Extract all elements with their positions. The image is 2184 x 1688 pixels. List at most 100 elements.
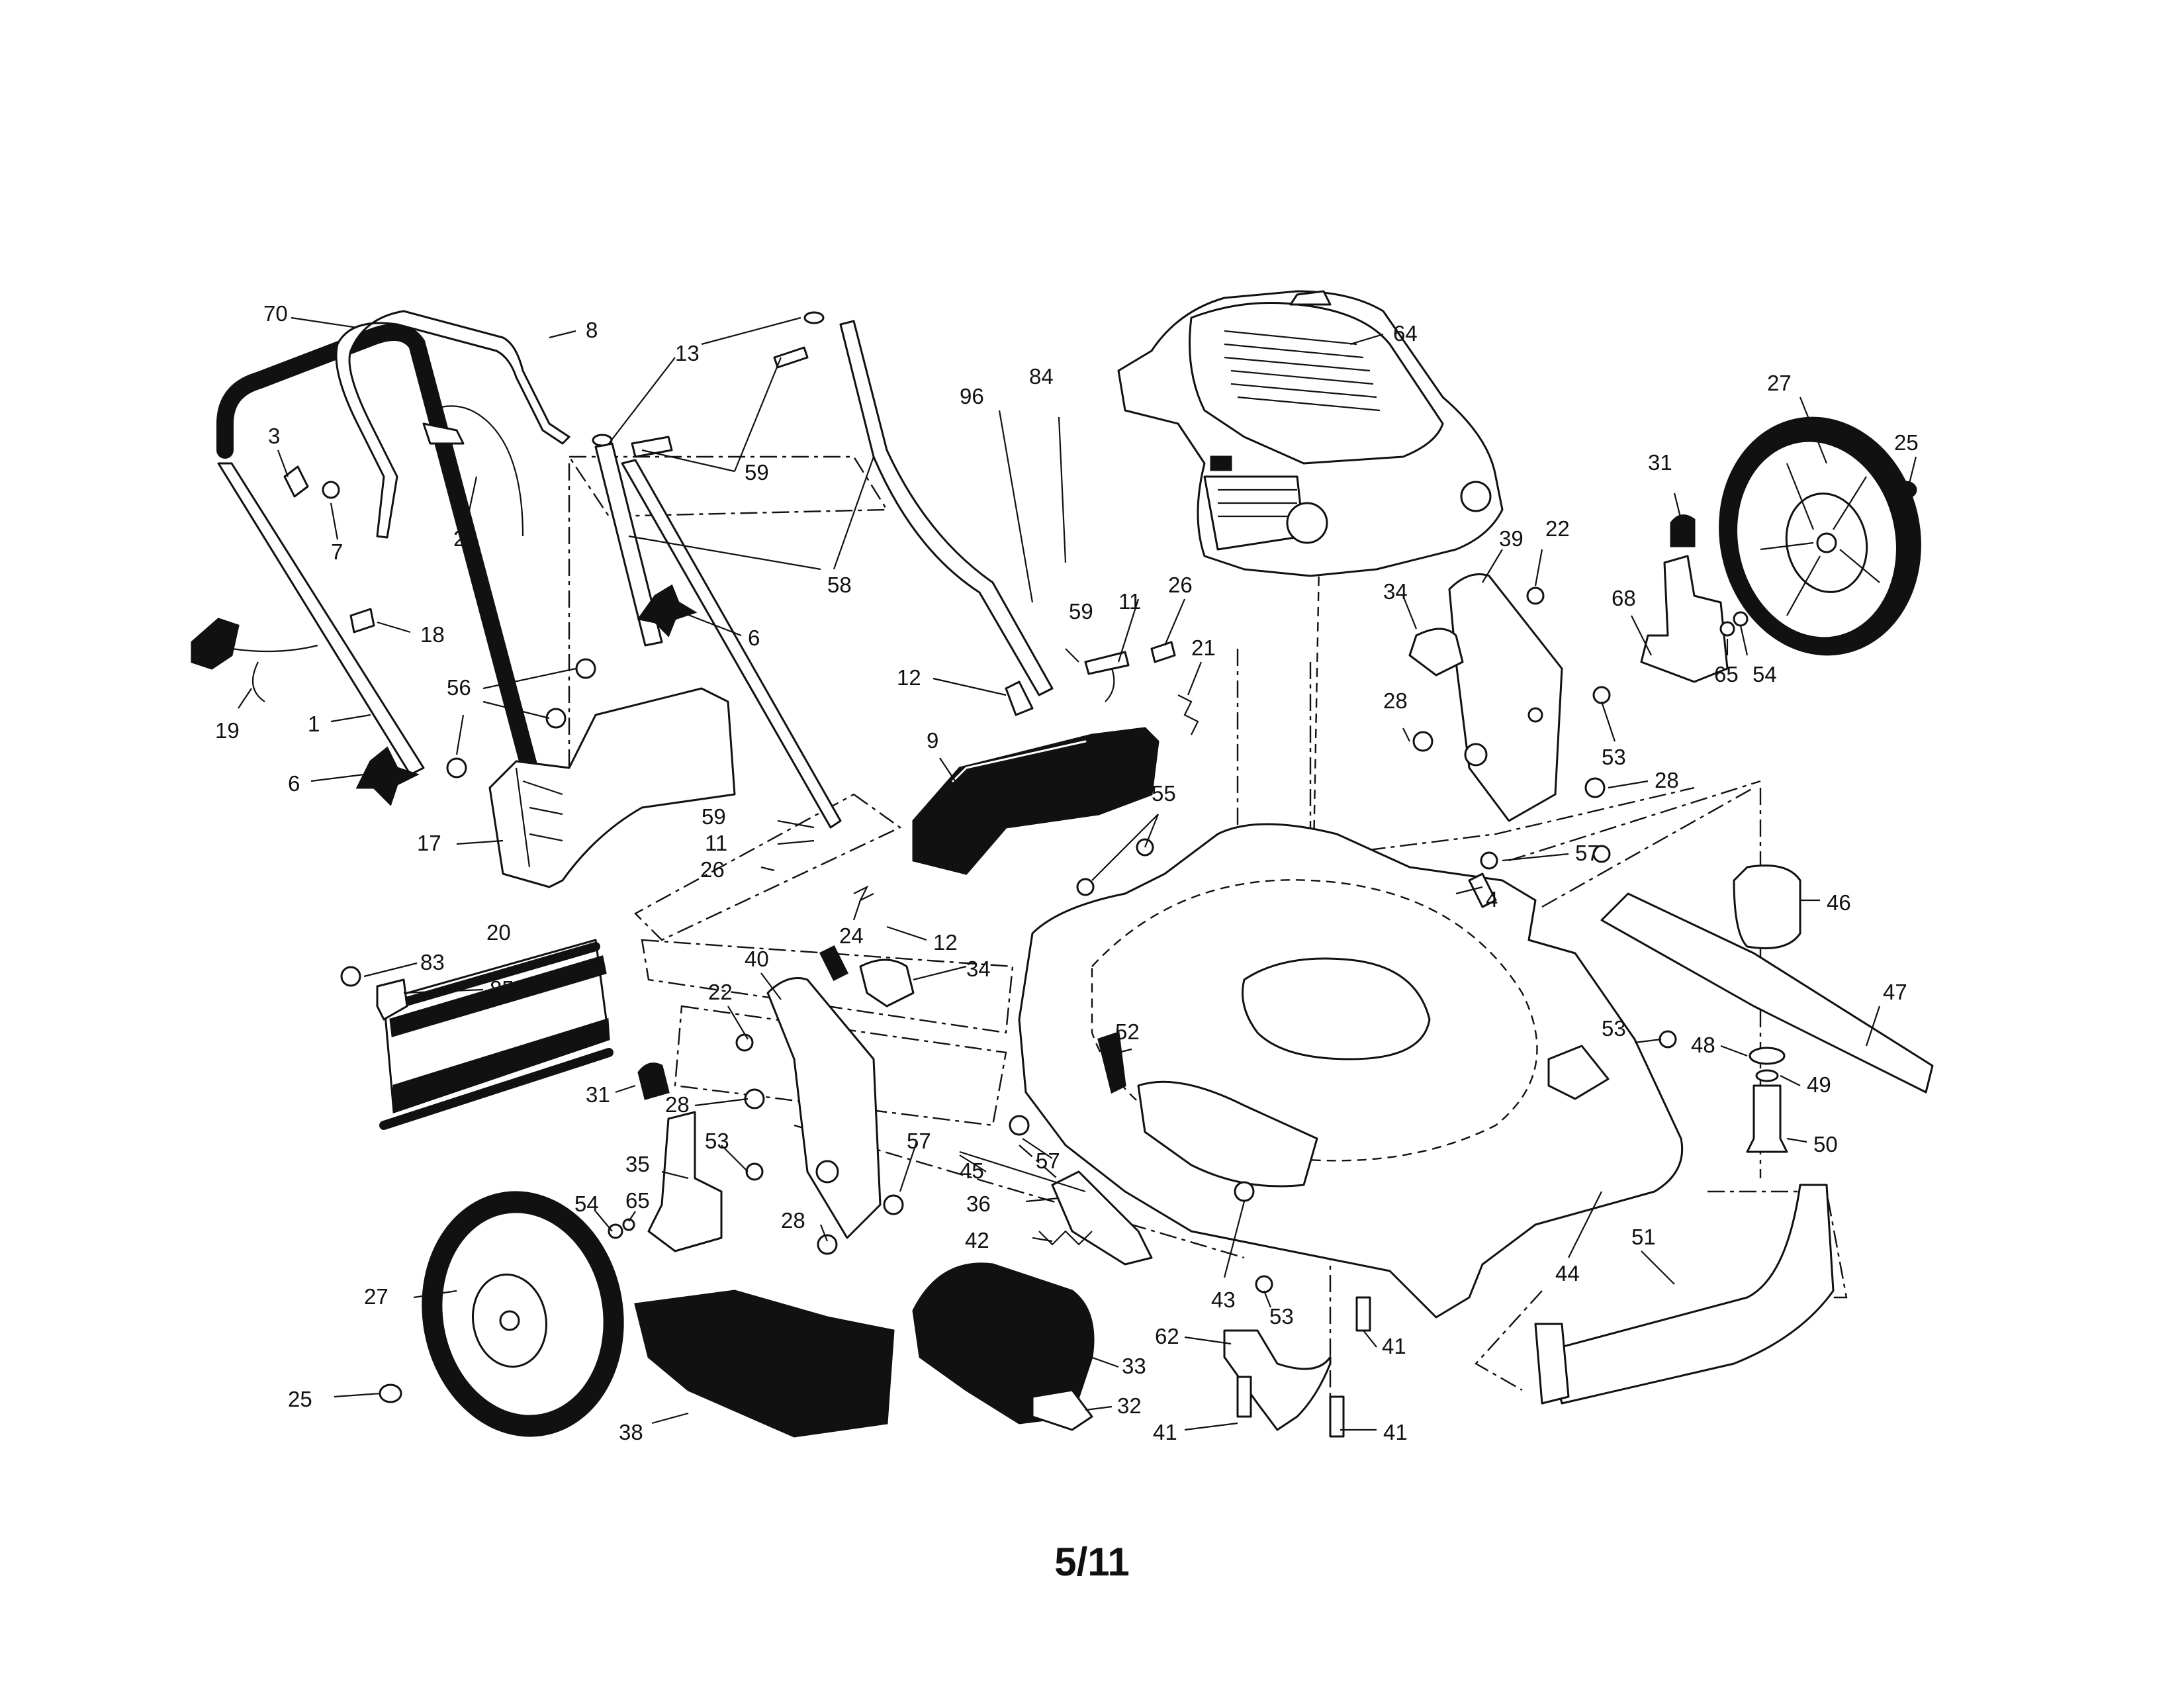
callout-label: 13 [675, 341, 700, 365]
lock-nut [1009, 1115, 1030, 1136]
engine [1117, 290, 1504, 577]
hex-bolt [735, 1033, 754, 1052]
lock-nut [1592, 845, 1611, 863]
handle-plug [803, 311, 825, 324]
hex-bolt [322, 481, 340, 499]
axle-bracket-plate [1448, 573, 1563, 822]
callout-label: 26 [1168, 573, 1193, 597]
callout-label: 39 [1499, 526, 1524, 551]
discharge-parts [634, 1115, 1153, 1438]
callout-label: 57 [907, 1129, 931, 1153]
shoulder-bolt [744, 1088, 765, 1109]
callout-label: 53 [1602, 745, 1626, 769]
callout-label: 9 [927, 728, 938, 753]
callout-label: 21 [1191, 635, 1216, 660]
carriage-bolt [575, 658, 596, 679]
callout-label: 96 [960, 384, 984, 408]
callout-label: 59 [745, 460, 769, 485]
blade-adapter [1733, 865, 1801, 949]
hinge-rod [959, 1150, 1086, 1193]
handle-plug [592, 434, 613, 447]
callout-label: 41 [1153, 1420, 1177, 1444]
callout-label: 36 [966, 1192, 991, 1216]
upper-handle-grip [216, 324, 538, 776]
rear-wheel-right [1719, 416, 1921, 656]
wing-knob [637, 584, 698, 637]
deck-label [1097, 1031, 1126, 1094]
control-bracket [853, 641, 1199, 902]
knob-insert [819, 945, 849, 982]
callout-label: 12 [897, 665, 921, 690]
blade-assembly [1600, 865, 1934, 1153]
callout-label: 26 [700, 857, 725, 882]
hex-bolt [1592, 686, 1611, 704]
leader-lines [238, 316, 1917, 1431]
cable-guide-clip [283, 465, 309, 498]
deck-shell [1018, 823, 1684, 1319]
callout-label: 31 [1648, 450, 1672, 475]
handle-bolt [631, 436, 673, 458]
lock-nut [883, 1194, 904, 1215]
callout-label: 47 [1883, 980, 1907, 1004]
callout-label: 27 [1767, 371, 1792, 395]
callout-label: 52 [1115, 1019, 1140, 1044]
callout-label: 41 [1382, 1334, 1406, 1358]
callout-label: 62 [1155, 1324, 1179, 1348]
washer [608, 1223, 623, 1239]
callout-label: 59 [702, 804, 726, 829]
engine-opening [1242, 957, 1431, 1060]
rear-deflector [488, 687, 736, 888]
wing-knob [355, 746, 420, 806]
callout-label: 38 [619, 1420, 643, 1444]
lock-nut [349, 608, 375, 633]
callout-labels: 70 8 13 3 7 2 59 58 96 84 64 27 25 31 18… [215, 301, 1919, 1444]
mulch-bracket [1223, 1329, 1332, 1431]
engine-shroud [1189, 302, 1444, 465]
hex-bolt [1659, 1030, 1677, 1049]
callout-label: 54 [574, 1192, 599, 1216]
callout-label: 65 [1714, 662, 1739, 686]
callout-label: 33 [1122, 1354, 1146, 1378]
hex-bolt [340, 966, 361, 987]
callout-label: 22 [708, 980, 733, 1004]
callout-label: 28 [1655, 768, 1679, 792]
lower-parts [1076, 838, 1835, 1438]
handle-assembly [191, 310, 1054, 829]
hex-bolt [1355, 1296, 1371, 1332]
callout-label: 50 [1813, 1132, 1838, 1156]
torsion-spring [1177, 694, 1199, 735]
callout-label: 32 [1117, 1393, 1142, 1418]
callout-label: 34 [1383, 579, 1408, 604]
rope-guide [231, 644, 318, 702]
axle-bracket-left [608, 945, 915, 1255]
callout-label: 57 [1575, 841, 1600, 865]
shoulder-bolt [1412, 731, 1433, 752]
callout-label: 4 [1486, 887, 1498, 912]
adjuster-knob [859, 959, 915, 1008]
axle-bracket-right [1408, 573, 1611, 863]
axle-bracket-plate [766, 977, 882, 1239]
callout-label: 31 [586, 1082, 610, 1107]
cutting-blade [1600, 892, 1934, 1094]
callout-label: 6 [748, 626, 760, 650]
callout-label: 6 [288, 771, 300, 796]
upper-handle-tube [217, 462, 425, 776]
rear-skirt [1547, 1184, 1835, 1405]
callout-label: 22 [1545, 516, 1570, 541]
callout-label: 1 [308, 712, 320, 736]
callout-label: 19 [215, 718, 240, 743]
callout-label: 44 [1555, 1261, 1580, 1286]
callout-label: 55 [1152, 781, 1176, 806]
callout-label: 28 [781, 1208, 805, 1233]
callout-label: 49 [1807, 1072, 1831, 1097]
lock-washer [1755, 1069, 1779, 1082]
shoulder-bolt [1584, 777, 1606, 798]
callout-label: 58 [827, 573, 852, 597]
callout-label: 51 [1631, 1225, 1656, 1249]
callout-label: 41 [1383, 1420, 1408, 1444]
callout-label: 57 [1036, 1149, 1060, 1173]
hex-bolt [1526, 586, 1545, 605]
adjuster-grip [637, 1062, 670, 1100]
callout-label: 25 [1894, 430, 1919, 455]
